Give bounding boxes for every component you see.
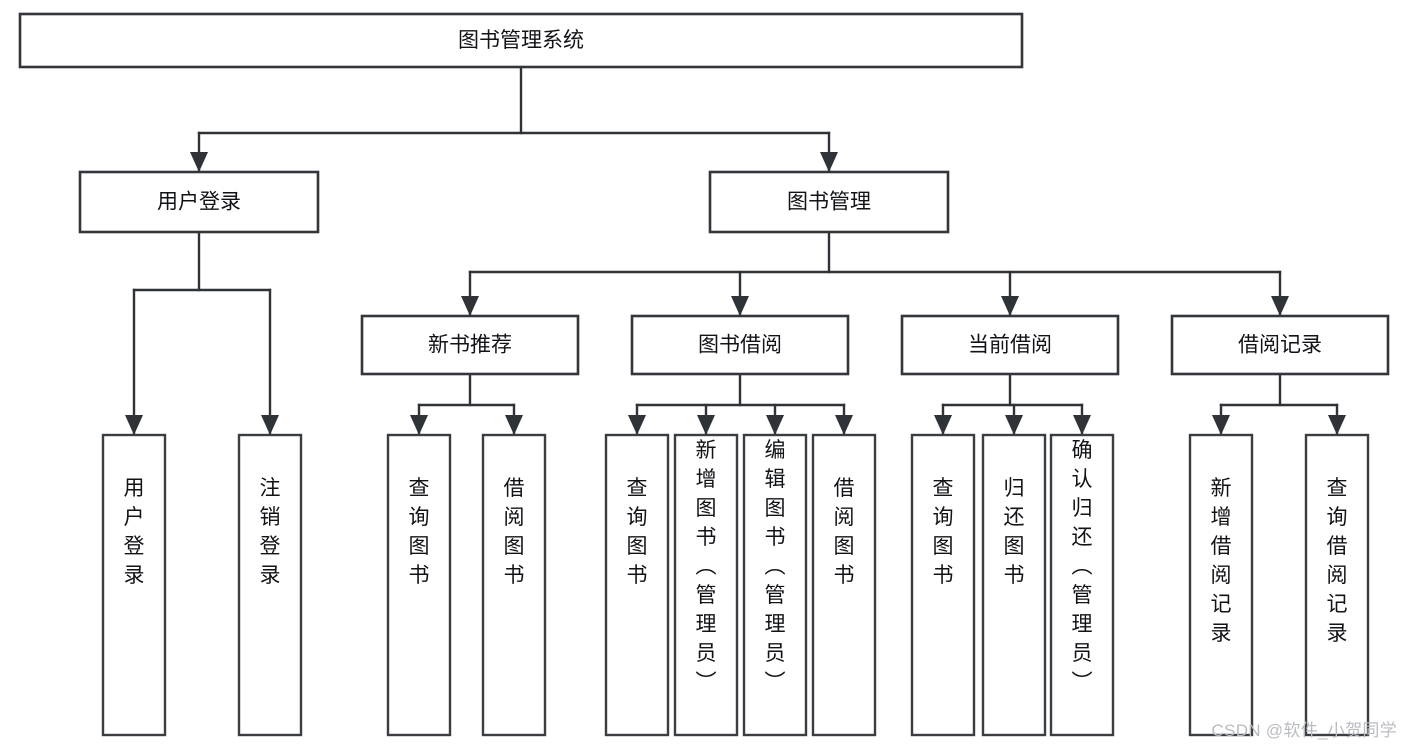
arrow-head-icon-book-borrow [731, 296, 749, 316]
node-borrow-records[interactable]: 借阅记录 [1170, 314, 1390, 376]
node-label-cb-confirm-return: 确认归还︵管理员︶ [1072, 439, 1093, 694]
arrow-head-icon-user-logout [261, 415, 279, 435]
node-box-user-logout [237, 433, 303, 737]
watermark-text: CSDN @软件_小贺同学 [1211, 721, 1397, 740]
node-box-cb-query-book [910, 433, 976, 737]
node-box-br-add-record [1188, 433, 1254, 737]
node-box-nbr-borrow-book [481, 433, 547, 737]
node-label-book-borrow: 图书借阅 [698, 334, 782, 357]
node-label-bb-query-book: 查询图书 [627, 477, 648, 587]
arrow-head-icon-book-manage [820, 152, 838, 172]
arrow-head-icon-cb-return-book [1005, 415, 1023, 435]
node-label-user-login: 用户登录 [157, 191, 241, 214]
node-label-new-book-recommend: 新书推荐 [428, 334, 512, 357]
node-label-current-borrow: 当前借阅 [968, 334, 1052, 357]
arrow-head-icon-bb-edit-book [766, 415, 784, 435]
node-box-user-login-do [101, 433, 167, 737]
node-current-borrow[interactable]: 当前借阅 [900, 314, 1120, 376]
node-bb-query-book[interactable]: 查询图书 [604, 433, 670, 737]
node-user-logout[interactable]: 注销登录 [237, 433, 303, 737]
node-label-book-manage: 图书管理 [787, 191, 871, 214]
node-box-br-query-record [1304, 433, 1370, 737]
node-cb-query-book[interactable]: 查询图书 [910, 433, 976, 737]
node-new-book-recommend[interactable]: 新书推荐 [360, 314, 580, 376]
node-bb-edit-book[interactable]: 编辑图书︵管理员︶ [742, 433, 808, 737]
node-box-new-book-recommend [360, 314, 580, 376]
arrow-head-icon-bb-query-book [628, 415, 646, 435]
arrow-head-icon-user-login-do [125, 415, 143, 435]
node-boxes-group: 图书管理系统用户登录图书管理用户登录注销登录新书推荐查询图书借阅图书图书借阅查询… [18, 12, 1390, 737]
node-box-bb-edit-book [742, 433, 808, 737]
node-box-user-login [78, 170, 320, 234]
node-box-bb-borrow-book [811, 433, 877, 737]
node-label-user-logout: 注销登录 [260, 477, 281, 587]
node-user-login[interactable]: 用户登录 [78, 170, 320, 234]
node-br-query-record[interactable]: 查询借阅记录 [1304, 433, 1370, 737]
arrow-head-icon-bb-borrow-book [835, 415, 853, 435]
node-book-manage[interactable]: 图书管理 [708, 170, 950, 234]
arrow-head-icon-bb-add-book [697, 415, 715, 435]
node-box-nbr-query-book [386, 433, 452, 737]
arrow-head-icon-current-borrow [1001, 296, 1019, 316]
node-book-borrow[interactable]: 图书借阅 [630, 314, 850, 376]
node-box-bb-add-book [673, 433, 739, 737]
arrow-head-icon-br-add-record [1212, 415, 1230, 435]
arrow-head-icon-borrow-records [1271, 296, 1289, 316]
node-box-cb-return-book [981, 433, 1047, 737]
arrow-head-icon-nbr-query-book [410, 415, 428, 435]
node-nbr-borrow-book[interactable]: 借阅图书 [481, 433, 547, 737]
node-label-br-add-record: 新增借阅记录 [1211, 477, 1232, 645]
node-box-borrow-records [1170, 314, 1390, 376]
node-root[interactable]: 图书管理系统 [18, 12, 1024, 69]
arrow-head-icon-user-login [190, 152, 208, 172]
node-box-root [18, 12, 1024, 69]
node-box-current-borrow [900, 314, 1120, 376]
node-label-bb-edit-book: 编辑图书︵管理员︶ [765, 439, 786, 694]
node-user-login-do[interactable]: 用户登录 [101, 433, 167, 737]
node-label-nbr-borrow-book: 借阅图书 [504, 477, 525, 587]
arrow-head-icon-br-query-record [1328, 415, 1346, 435]
node-label-bb-borrow-book: 借阅图书 [834, 477, 855, 587]
node-label-root: 图书管理系统 [458, 29, 584, 52]
node-br-add-record[interactable]: 新增借阅记录 [1188, 433, 1254, 737]
node-label-nbr-query-book: 查询图书 [409, 477, 430, 587]
node-box-book-manage [708, 170, 950, 234]
arrow-head-icon-cb-query-book [934, 415, 952, 435]
connector-lines-group [125, 65, 1346, 436]
node-cb-confirm-return[interactable]: 确认归还︵管理员︶ [1049, 433, 1115, 737]
node-label-cb-query-book: 查询图书 [933, 477, 954, 587]
node-box-bb-query-book [604, 433, 670, 737]
node-label-bb-add-book: 新增图书︵管理员︶ [696, 439, 717, 694]
node-nbr-query-book[interactable]: 查询图书 [386, 433, 452, 737]
node-box-cb-confirm-return [1049, 433, 1115, 737]
arrow-head-icon-cb-confirm-return [1073, 415, 1091, 435]
node-label-br-query-record: 查询借阅记录 [1327, 477, 1348, 645]
arrow-head-icon-new-book-recommend [461, 296, 479, 316]
node-label-cb-return-book: 归还图书 [1004, 477, 1025, 587]
node-cb-return-book[interactable]: 归还图书 [981, 433, 1047, 737]
node-bb-borrow-book[interactable]: 借阅图书 [811, 433, 877, 737]
node-bb-add-book[interactable]: 新增图书︵管理员︶ [673, 433, 739, 737]
node-box-book-borrow [630, 314, 850, 376]
arrow-head-icon-nbr-borrow-book [505, 415, 523, 435]
node-label-user-login-do: 用户登录 [124, 477, 145, 587]
node-label-borrow-records: 借阅记录 [1238, 334, 1322, 357]
